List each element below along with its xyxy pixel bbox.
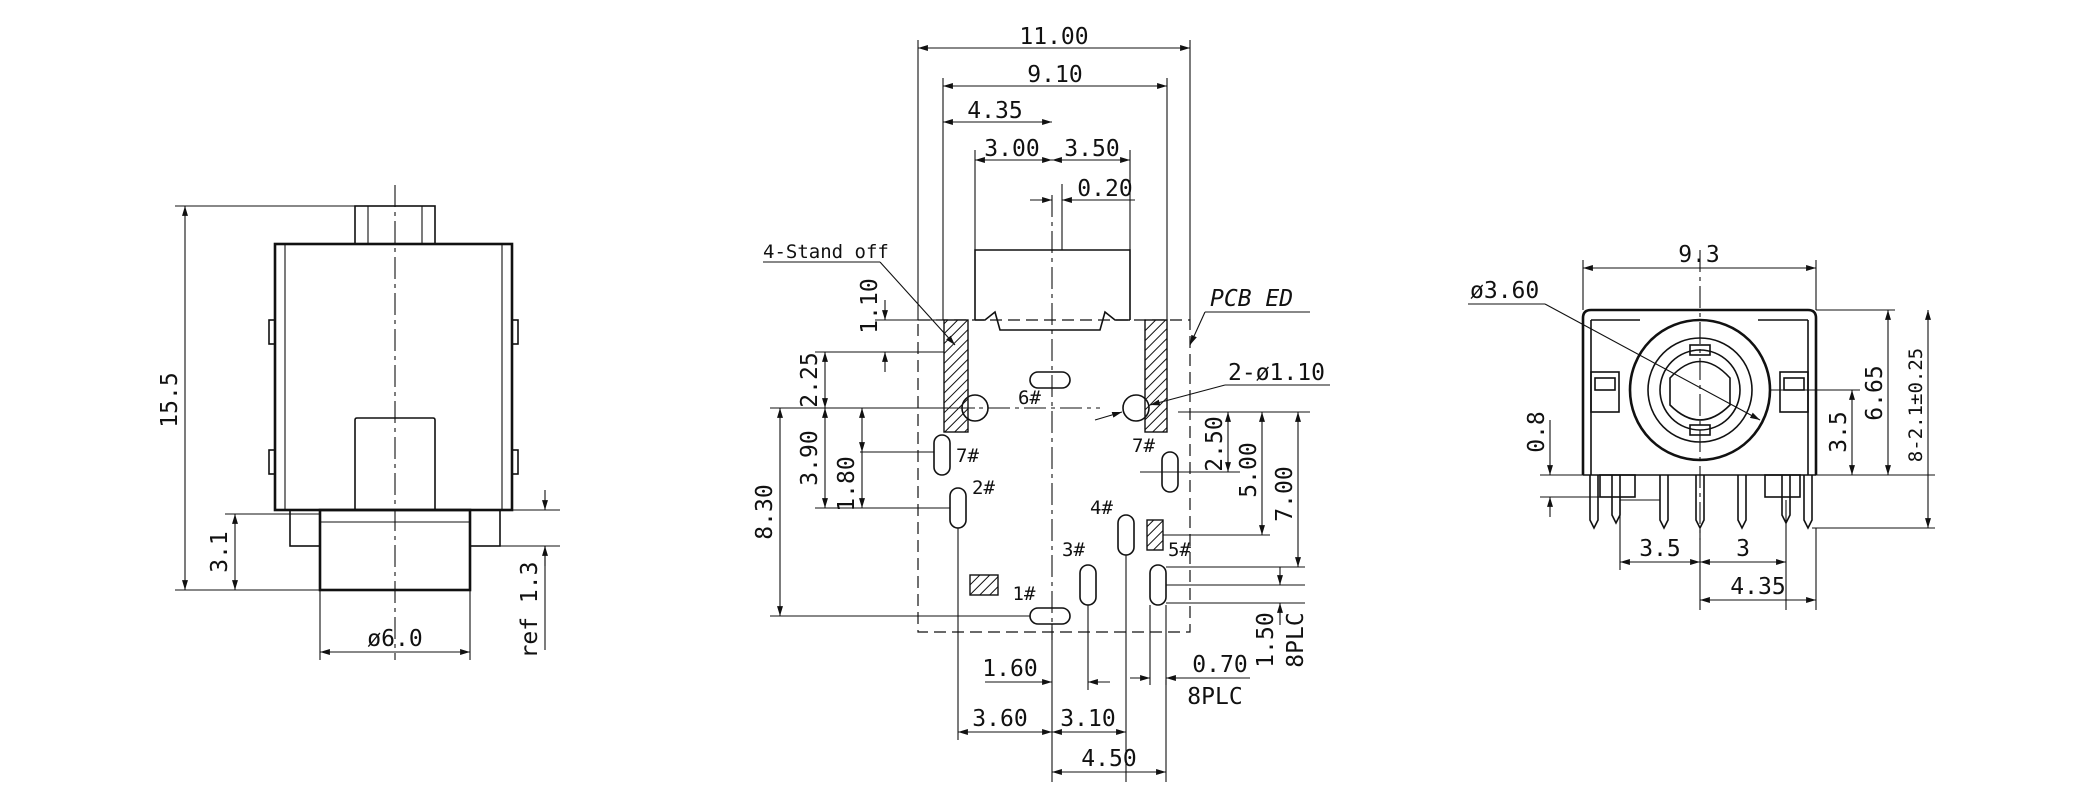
dim-0-70: 0.70 — [1192, 652, 1247, 678]
dim-3-5-v: 3.5 — [1826, 411, 1852, 453]
pin-label-6: 6# — [1018, 387, 1041, 409]
dim-6-65: 6.65 — [1862, 365, 1888, 420]
pin-label-1: 1# — [1013, 583, 1036, 605]
standoff-label: 4-Stand off — [763, 241, 889, 263]
dim-2-50: 2.50 — [1202, 416, 1228, 471]
dim-0-8: 0.8 — [1524, 411, 1550, 453]
dim-4-50: 4.50 — [1081, 746, 1136, 772]
dim-5-00: 5.00 — [1236, 442, 1262, 497]
dim-3-00: 3.00 — [984, 136, 1039, 162]
ref-dim-label: ref 1.3 — [517, 562, 543, 659]
dim-3-50: 3.50 — [1064, 136, 1119, 162]
dim-3-60: 3.60 — [972, 706, 1027, 732]
dim-4-35: 4.35 — [967, 98, 1022, 124]
height-dim-label: 15.5 — [157, 372, 183, 427]
bore-dim-label: ø3.60 — [1470, 278, 1539, 304]
dim-1-80: 1.80 — [834, 456, 860, 511]
pcb-edge-label: PCB ED — [1210, 286, 1293, 312]
pin-label-5: 5# — [1168, 539, 1191, 561]
dim-8plc-bottom: 8PLC — [1187, 684, 1242, 710]
front-view: 9.3 ø3.60 6.65 3.5 8-2.1±0.25 0.8 3.5 3 — [1468, 242, 1935, 610]
dim-0-20: 0.20 — [1077, 176, 1132, 202]
dim-4-35-h: 4.35 — [1730, 574, 1785, 600]
pin-label-4: 4# — [1090, 497, 1113, 519]
dim-pin-length: 8-2.1±0.25 — [1905, 348, 1927, 462]
dim-3-10: 3.10 — [1060, 706, 1115, 732]
dim-1-50: 1.50 — [1253, 612, 1279, 667]
dim-11-00: 11.00 — [1019, 24, 1088, 50]
tip-dim-label: 3.1 — [207, 531, 233, 573]
dim-2-25: 2.25 — [797, 352, 823, 407]
pin-label-3: 3# — [1062, 539, 1085, 561]
dim-7-00: 7.00 — [1272, 466, 1298, 521]
dim-8plc-right: 8PLC — [1283, 612, 1309, 667]
width-dim-label: 9.3 — [1678, 242, 1720, 268]
pin-label-7a: 7# — [956, 445, 979, 467]
dim-8-30: 8.30 — [752, 484, 778, 539]
dim-1-10: 1.10 — [857, 278, 883, 333]
dim-3-h: 3 — [1736, 536, 1750, 562]
hole-label: 2-ø1.10 — [1228, 360, 1325, 386]
pin-label-7b: 7# — [1132, 435, 1155, 457]
diameter-dim-label: ø6.0 — [367, 626, 422, 652]
dim-3-5-h: 3.5 — [1639, 536, 1681, 562]
side-view: 15.5 3.1 ø6.0 ref 1.3 — [157, 185, 560, 660]
pcb-layout-view: 1# 2# 3# 4# 5# 6# 7# 7# 11.00 9.10 4.35 … — [752, 24, 1330, 782]
dim-1-60: 1.60 — [982, 656, 1037, 682]
dim-3-90: 3.90 — [797, 430, 823, 485]
dim-9-10: 9.10 — [1027, 62, 1082, 88]
pin-label-2: 2# — [972, 477, 995, 499]
